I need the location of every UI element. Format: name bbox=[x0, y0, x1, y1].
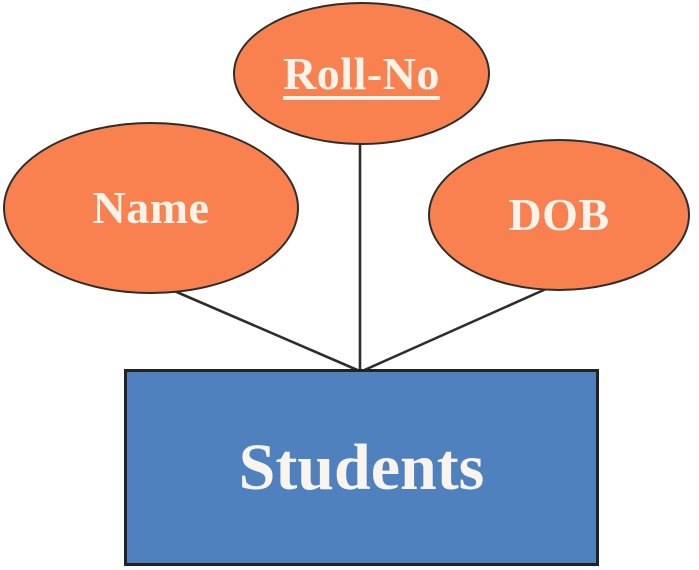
connector-name-students bbox=[171, 288, 363, 374]
attribute-ellipse-name: Name bbox=[3, 122, 299, 294]
entity-label: Students bbox=[238, 430, 485, 504]
attribute-ellipse-roll-no: Roll-No bbox=[233, 2, 490, 145]
attribute-label-roll-no-primary-key: Roll-No bbox=[283, 47, 440, 99]
attribute-label-name: Name bbox=[92, 182, 210, 233]
entity-students: Students bbox=[124, 369, 599, 566]
attribute-ellipse-dob: DOB bbox=[428, 139, 690, 291]
attribute-label-dob: DOB bbox=[508, 189, 610, 240]
connector-dob-students bbox=[359, 287, 547, 374]
